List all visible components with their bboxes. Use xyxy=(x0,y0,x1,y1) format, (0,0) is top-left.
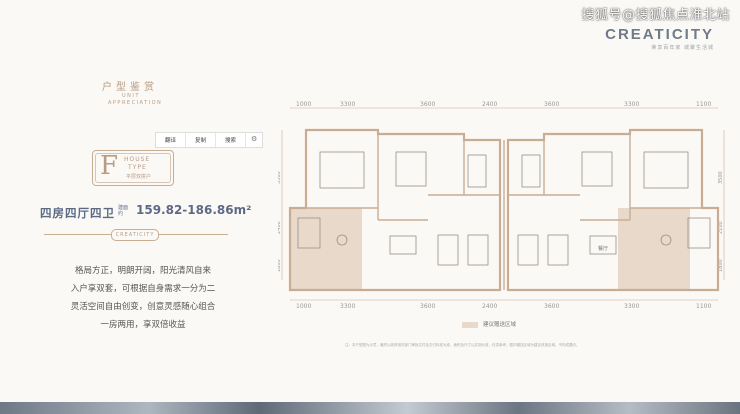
desk-left-2 xyxy=(467,234,489,266)
unit-description: 格局方正，明朗开阔，阳光清风自来 入户享双套，可根据自身需求一分为二 灵活空间自… xyxy=(44,262,242,334)
dim-label: 3600 xyxy=(544,303,559,310)
dim-label: 1000 xyxy=(296,303,311,310)
outer-wall-right xyxy=(506,128,720,292)
legend-swatch xyxy=(462,322,478,328)
dim-label: 1100 xyxy=(696,101,711,108)
bath-left xyxy=(297,217,321,249)
description-line: 灵活空间自由创变，创意灵感随心组合 xyxy=(70,302,216,312)
description-line: 格局方正，明朗开阔，阳光清风自来 xyxy=(74,266,211,276)
toilet-right xyxy=(660,234,672,246)
dining-table-right xyxy=(589,235,617,255)
dim-label: 2400 xyxy=(482,303,497,310)
text-toolbar: 翻译 复制 搜索 ⚙ xyxy=(155,132,264,148)
legend-label: 建议赠送区域 xyxy=(483,322,517,328)
dim-label: 3300 xyxy=(340,101,355,108)
dim-label: 3600 xyxy=(544,101,559,108)
dim-label: 1100 xyxy=(696,303,711,310)
stair-left xyxy=(467,154,487,188)
dim-label: 2100 xyxy=(718,221,724,234)
translate-button[interactable]: 翻译 xyxy=(156,133,187,147)
unit-type-label: TYPE xyxy=(128,164,147,171)
sofa-right xyxy=(581,151,613,187)
unit-type-name: 平层双拼户 xyxy=(126,174,152,180)
desk-right-1 xyxy=(517,234,539,266)
section-title-en-2: APPRECIATION xyxy=(108,100,163,106)
desk-right-2 xyxy=(547,234,569,266)
outer-wall-left xyxy=(288,128,502,292)
room-count: 四房四厅四卫 xyxy=(40,206,115,220)
divider-right xyxy=(158,234,228,235)
dim-label: 3300 xyxy=(624,101,639,108)
dim-label: 1800 xyxy=(718,259,724,272)
bed-right xyxy=(643,151,689,189)
bottom-dimension-labels: 1000 3300 3600 2400 3600 3300 1100 xyxy=(296,303,711,310)
description-line: 一房两用，享双倍收益 xyxy=(100,320,186,330)
unit-house-label: HOUSE xyxy=(124,156,151,163)
brand-slogan: 荣享百年家 城聚生活城 xyxy=(651,45,714,51)
gear-icon[interactable]: ⚙ xyxy=(251,135,258,143)
side-dimension-labels: 3500 2400 1800 3500 2100 1800 xyxy=(278,171,724,272)
unit-type-frame xyxy=(92,150,174,186)
dim-label: 3300 xyxy=(624,303,639,310)
dim-label: 1000 xyxy=(296,101,311,108)
room-label-dining: 餐厅 xyxy=(598,245,608,252)
dim-label: 3500 xyxy=(278,171,282,184)
dim-label: 2400 xyxy=(482,101,497,108)
toilet-left xyxy=(336,234,348,246)
sofa-left xyxy=(395,151,427,187)
bath-right xyxy=(687,217,711,249)
section-title: 户型鉴赏 xyxy=(102,82,158,93)
dim-label: 3600 xyxy=(420,303,435,310)
dim-label: 2400 xyxy=(278,221,282,234)
dim-label: 3500 xyxy=(718,171,724,184)
dining-table-left xyxy=(389,235,417,255)
copy-button[interactable]: 复制 xyxy=(186,133,217,147)
watermark: 搜狐号@搜狐焦点淮北站 xyxy=(581,8,730,23)
bottom-photo-strip xyxy=(0,402,740,414)
brand-logo: CREATICITY xyxy=(605,26,714,43)
dim-label: 3600 xyxy=(420,101,435,108)
dim-label: 3300 xyxy=(340,303,355,310)
floor-plan: 1000 3300 3600 2400 3600 3300 1100 1000 … xyxy=(278,101,725,310)
dim-label: 1800 xyxy=(278,259,282,272)
desk-left-1 xyxy=(437,234,459,266)
search-button[interactable]: 搜索 xyxy=(216,133,247,147)
top-dimension-labels: 1000 3300 3600 2400 3600 3300 1100 xyxy=(296,101,711,108)
stair-right xyxy=(521,154,541,188)
top-bar: 搜狐号@搜狐焦点淮北站 CREATICITY 荣享百年家 城聚生活城 xyxy=(0,0,740,55)
description-line: 入户享双套，可根据自身需求一分为二 xyxy=(70,284,216,294)
section-title-en-1: UNIT xyxy=(122,93,140,99)
area-label: 建面约 xyxy=(118,205,129,217)
brand-badge: CREATICITY xyxy=(111,229,159,241)
gift-area-right xyxy=(618,208,690,290)
bed-left xyxy=(319,151,365,189)
area-value: 159.82-186.86m² xyxy=(136,203,252,217)
footnote: 注：本户型图为示意，最终以政府相关部门审批文件及交付标准为准，面积及尺寸以实测为… xyxy=(345,343,580,347)
divider-left xyxy=(44,234,114,235)
gift-area-left xyxy=(290,208,362,290)
unit-type-letter: F xyxy=(100,151,119,181)
